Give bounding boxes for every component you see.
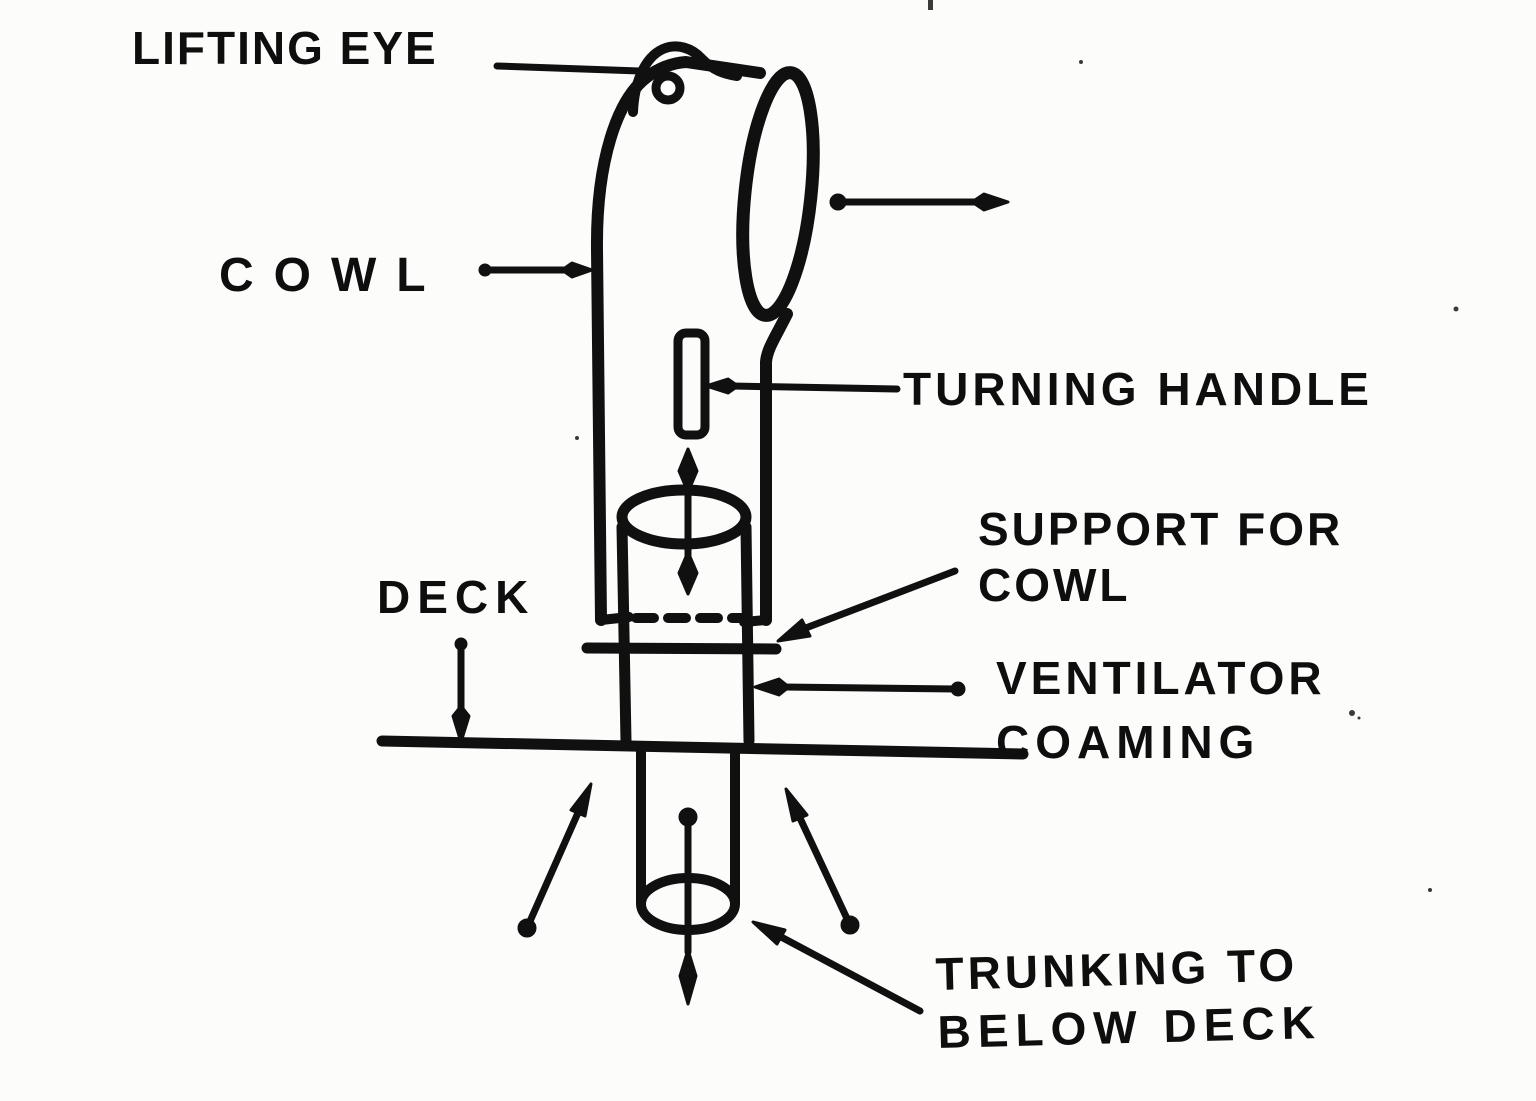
turning-handle-bar (673, 328, 710, 440)
support-leader-arrowhead (776, 618, 812, 643)
lifting-eye-hole (651, 71, 685, 105)
airflow-right-shaft (788, 797, 854, 929)
scan-speck (928, 0, 933, 10)
lifting-eye-bracket (628, 41, 742, 117)
cowl-support-line (581, 642, 782, 655)
airflow-left-shaft (523, 793, 589, 932)
airflow-left-arrowhead (569, 782, 593, 818)
trunking-leader-line (764, 926, 924, 1015)
turning-handle-leader-line (728, 382, 901, 393)
label-ventilator-coaming-line2: COAMING (996, 716, 1260, 768)
lifting-eye (628, 41, 742, 117)
deck-line (376, 735, 1029, 760)
lift-out-arrow (677, 447, 699, 596)
scan-speck (1357, 716, 1361, 720)
coaming-left-edge (616, 521, 632, 747)
label-support-for-cowl-line2: COWL (978, 559, 1131, 611)
cowl-right-edge (760, 308, 793, 626)
lifting-eye-leader (493, 62, 644, 75)
deck-leader-arrowhead (451, 704, 471, 744)
turning-handle-leader (704, 377, 901, 395)
ventilator-coaming (581, 484, 782, 747)
coaming-right-edge (740, 521, 755, 747)
trunking-leader (751, 920, 924, 1015)
cowl-leader (478, 261, 594, 279)
lift-out-arrowhead-down (677, 550, 699, 596)
label-trunking-line1: TRUNKING TO (935, 939, 1299, 1000)
scan-speck (1079, 60, 1083, 64)
label-ventilator-coaming-line1: VENTILATOR (996, 652, 1326, 704)
support-leader-line (786, 567, 959, 638)
coaming-leader-dot (950, 681, 966, 697)
trunking-leader-arrowhead (751, 920, 787, 946)
label-deck: DECK (377, 571, 535, 623)
mouth-airflow-arrow (829, 192, 1010, 212)
cowl-mouth-opening (736, 66, 820, 322)
below-deck-airflow-right (784, 787, 860, 935)
scan-speck (1428, 888, 1432, 892)
below-deck-airflow-left (517, 782, 593, 938)
scan-specks (575, 0, 1459, 892)
scan-speck (1453, 306, 1459, 312)
trunk-down-airflow-arrow (678, 807, 698, 1006)
label-trunking-line2: BELOW DECK (937, 996, 1323, 1058)
coaming-top-ellipse (616, 484, 752, 550)
label-support-for-cowl-line1: SUPPORT FOR (978, 503, 1343, 555)
label-turning-handle: TURNING HANDLE (903, 363, 1373, 415)
deck-leader (451, 637, 471, 744)
support-leader (776, 567, 959, 643)
trunk-arrowhead-down (678, 948, 698, 1006)
coaming-leader-line (779, 683, 960, 693)
scan-speck (575, 436, 579, 440)
coaming-leader (753, 677, 966, 697)
mouth-arrowhead (970, 192, 1010, 212)
airflow-right-arrowhead (784, 787, 809, 823)
label-cowl: COWL (219, 249, 446, 302)
scan-speck (1349, 710, 1355, 716)
cowl-leader-arrowhead (560, 261, 594, 279)
lift-out-arrowhead-up (677, 447, 699, 494)
label-lifting-eye: LIFTING EYE (132, 22, 438, 74)
